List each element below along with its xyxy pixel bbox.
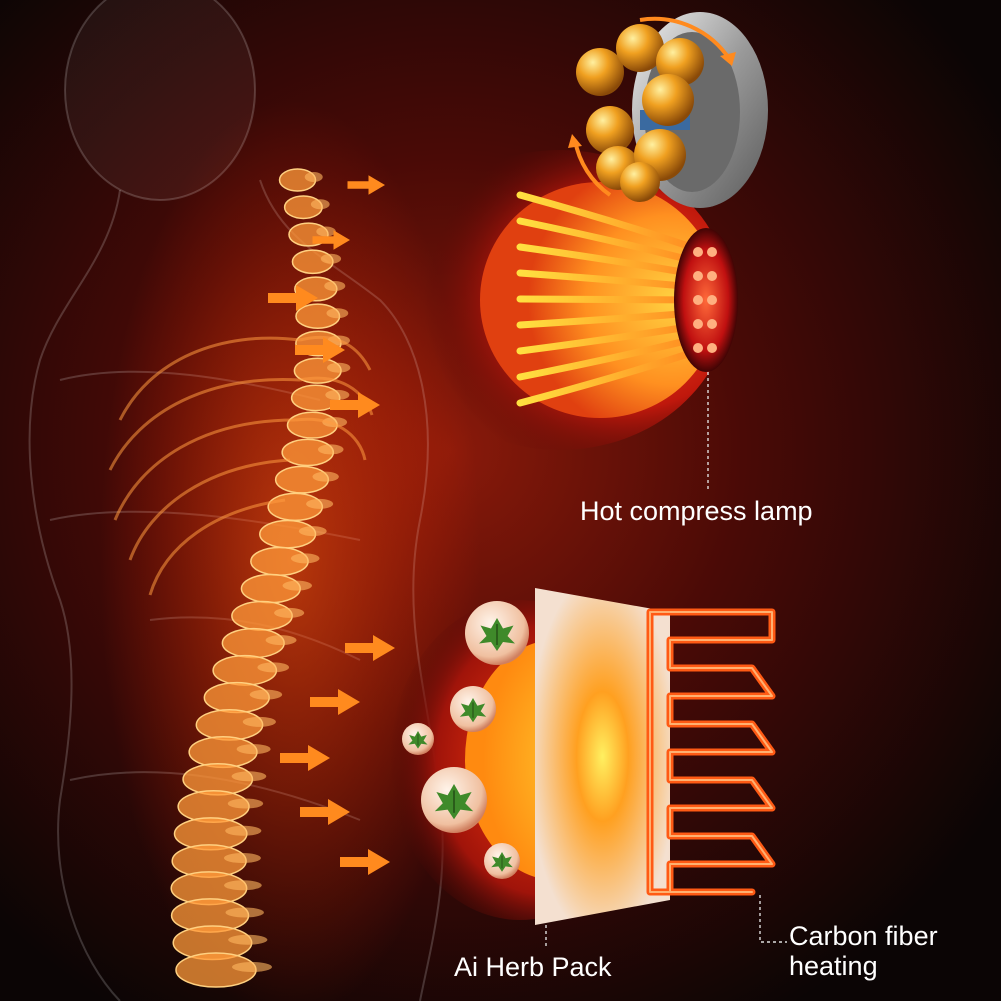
herb-pack-icon (390, 588, 670, 925)
lamp-led (707, 247, 717, 257)
lamp-led (693, 271, 703, 281)
carbon-fiber-label-line1: Carbon fiber (789, 921, 938, 951)
callout-lines (545, 372, 787, 948)
heat-beam (516, 191, 704, 254)
vertebra-process (236, 744, 271, 755)
vertebra-process (227, 798, 264, 809)
hot-compress-lamp-icon (390, 150, 738, 450)
massage-head-icon (568, 12, 768, 208)
herb-pack-label: Ai Herb Pack (454, 952, 612, 982)
vertebra-process (249, 689, 283, 700)
vertebra-process (298, 526, 327, 537)
carbon-fiber-heating-icon (646, 608, 776, 896)
vertebra-process (282, 580, 312, 591)
vertebra-process (326, 308, 349, 319)
heat-beam (516, 346, 704, 407)
vertebra-process (274, 607, 305, 618)
lamp-led (707, 343, 717, 353)
carbon-fiber-label: Carbon fiber heating (789, 921, 989, 981)
carbon-fiber-label-line2: heating (789, 951, 878, 981)
vertebra-process (316, 226, 336, 237)
lamp-led (707, 271, 717, 281)
vertebra-process (228, 934, 268, 945)
vertebra-process (231, 962, 272, 972)
vertebra-process (322, 417, 348, 428)
vertebra-process (312, 471, 339, 482)
vertebra-process (225, 907, 264, 918)
spine-skeleton (170, 168, 351, 988)
vertebra-process (225, 825, 262, 836)
lamp-led (693, 343, 703, 353)
lamp-led (693, 319, 703, 329)
lamp-led (693, 247, 703, 257)
vertebra-process (265, 635, 297, 646)
heat-beam (516, 295, 704, 304)
lamp-led (693, 295, 703, 305)
herb-icon (402, 601, 529, 879)
vertebra-process (317, 444, 344, 455)
vertebra-process (242, 716, 276, 727)
lamp-led (707, 295, 717, 305)
vertebra-process (290, 553, 320, 564)
lamp-led (707, 319, 717, 329)
vertebra-process (306, 498, 334, 509)
vertebra-process (320, 253, 342, 264)
vertebra-process (224, 880, 262, 891)
vertebra-process (231, 771, 267, 782)
vertebra-process (223, 853, 261, 864)
vertebra-process (324, 280, 346, 291)
vertebra-process (304, 172, 323, 182)
vertebra-process (327, 362, 351, 373)
hot-compress-lamp-label: Hot compress lamp (580, 496, 813, 526)
vertebra-process (325, 389, 350, 400)
vertebra-process (310, 199, 330, 210)
rib-cage (108, 335, 374, 596)
vertebra-process (257, 662, 290, 673)
